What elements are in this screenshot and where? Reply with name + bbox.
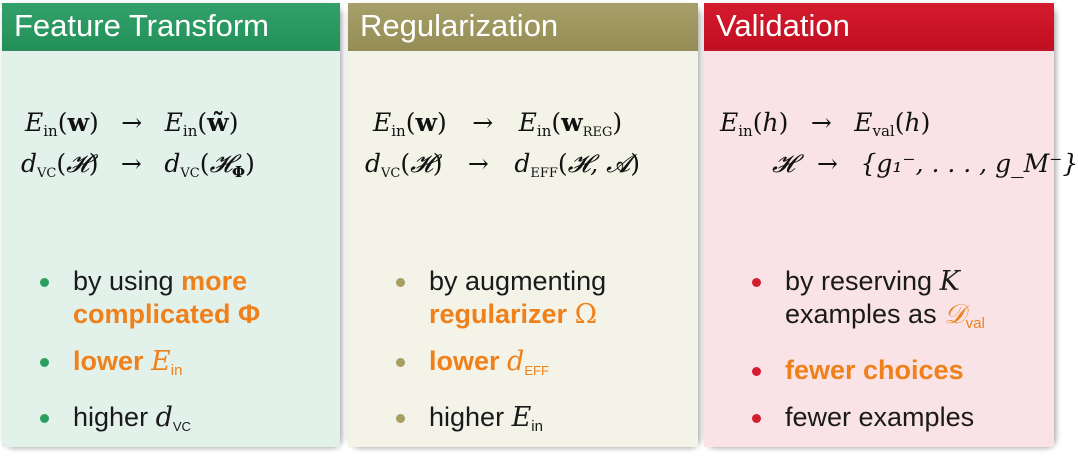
list-item: by augmenting regularizer Ω <box>396 265 606 331</box>
bullet-list: by reserving K examples as 𝒟val fewer ch… <box>752 265 985 448</box>
bullet-dot-icon <box>752 278 761 287</box>
bullet-dot-icon <box>396 358 405 367</box>
panel-title: Validation <box>704 3 1054 51</box>
list-item: lower Ein <box>40 345 340 387</box>
formula-line-1: Ein(h) → Eval(h) <box>720 108 931 140</box>
panel-body: Ein(h) → Eval(h) 𝓗 → {g₁⁻, . . . , g_M⁻}… <box>704 51 1078 448</box>
list-item: higher Ein <box>396 401 606 443</box>
validation-panel: Validation Ein(h) → Eval(h) 𝓗 → {g₁⁻, . … <box>704 3 1078 448</box>
feature-transform-panel: Feature Transform Ein(w) → Ein(w̃) dVC(𝓗… <box>2 3 340 447</box>
panel-body: Ein(w) → Ein(wREG) dVC(𝓗) → dEFF(𝓗, 𝓐) b… <box>348 51 698 447</box>
list-item: lower dEFF <box>396 345 606 387</box>
panel-body: Ein(w) → Ein(w̃) dVC(𝓗) → dVC(𝓗Φ) by usi… <box>2 51 340 447</box>
formula-line-2: 𝓗 → {g₁⁻, . . . , g_M⁻} <box>772 149 1078 178</box>
formula-line-1: Ein(w) → Ein(wREG) <box>373 108 623 140</box>
list-item: by using more complicated Φ <box>40 265 340 331</box>
panel-title: Regularization <box>348 3 698 51</box>
bullet-dot-icon <box>40 414 49 423</box>
panel-title: Feature Transform <box>2 3 340 51</box>
formula-line-2: dVC(𝓗) → dEFF(𝓗, 𝓐) <box>365 149 641 181</box>
list-item: fewer examples <box>752 401 985 434</box>
bullet-dot-icon <box>752 414 761 423</box>
list-item: fewer choices <box>752 354 985 387</box>
bullet-dot-icon <box>396 414 405 423</box>
bullet-dot-icon <box>40 278 49 287</box>
bullet-list: by using more complicated Φ lower Ein hi… <box>40 265 340 457</box>
formula-line-1: Ein(w) → Ein(w̃) <box>25 108 239 140</box>
bullet-dot-icon <box>752 367 761 376</box>
bullet-dot-icon <box>396 278 405 287</box>
bullet-dot-icon <box>40 358 49 367</box>
regularization-panel: Regularization Ein(w) → Ein(wREG) dVC(𝓗)… <box>348 3 698 447</box>
list-item: higher dVC <box>40 401 340 443</box>
formula-line-2: dVC(𝓗) → dVC(𝓗Φ) <box>21 149 255 181</box>
bullet-list: by augmenting regularizer Ω lower dEFF h… <box>396 265 606 457</box>
list-item: by reserving K examples as 𝒟val <box>752 265 985 340</box>
